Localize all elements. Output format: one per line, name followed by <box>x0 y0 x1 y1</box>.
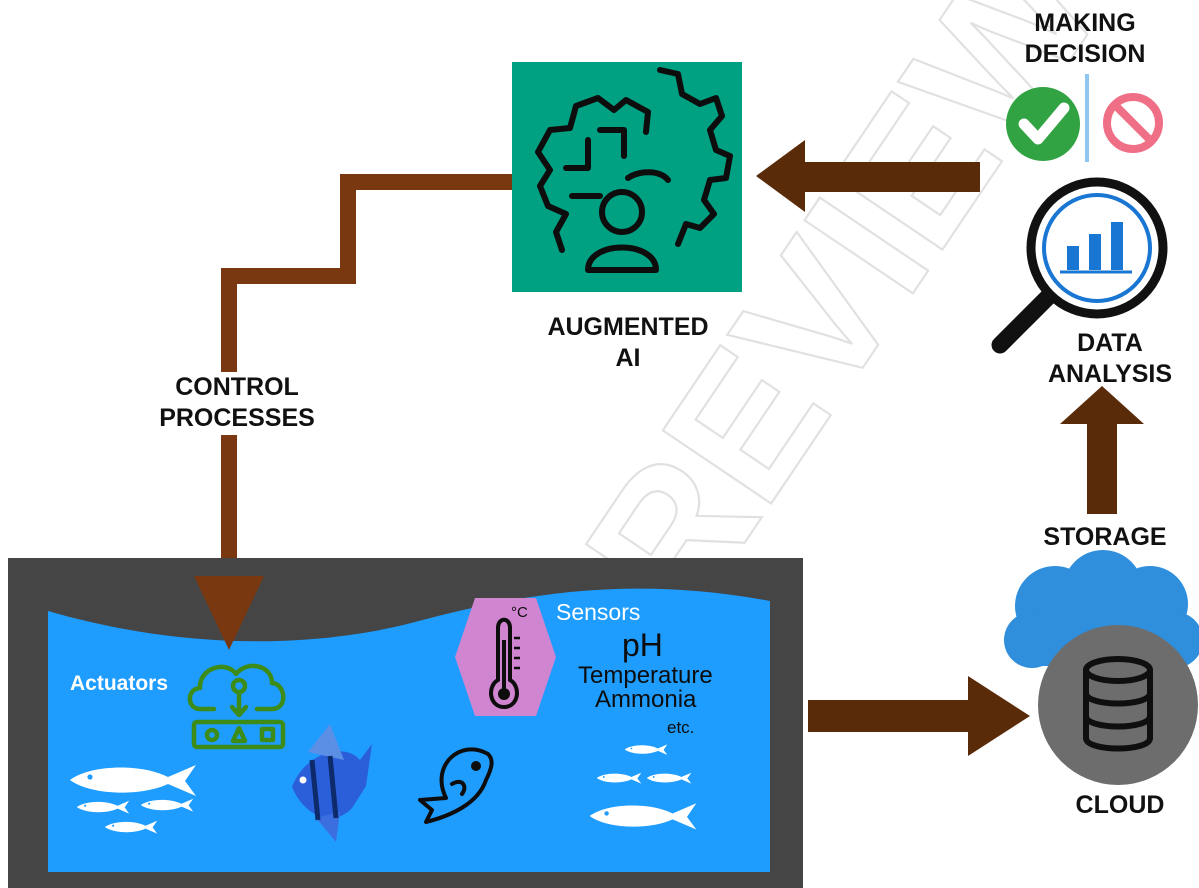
analysis-to-ai-arrow-head <box>756 140 805 212</box>
stop-circle-icon <box>1103 93 1163 153</box>
making-decision-line-2: DECISION <box>1024 40 1146 69</box>
sensor-ammonia: Ammonia <box>595 686 697 713</box>
augmented-ai-label: AUGMENTED AI <box>510 312 746 375</box>
data-analysis-line-1: DATA <box>1077 329 1143 357</box>
sensor-ph: pH <box>622 627 663 663</box>
tank-to-cloud-arrow-shaft <box>808 700 974 732</box>
control-processes-label: CONTROL PROCESSES <box>132 372 342 435</box>
thermometer-unit: °C <box>511 604 528 621</box>
sensor-temperature: Temperature <box>578 662 713 689</box>
actuator-cloud-device-icon <box>187 663 286 750</box>
check-circle-icon <box>1006 87 1080 161</box>
cloud-label: CLOUD <box>1075 791 1165 819</box>
augmented-ai-line-2: AI <box>615 344 641 373</box>
brain-gear-person-icon <box>535 67 733 273</box>
thermometer-icon <box>489 617 520 710</box>
storage-label: STORAGE <box>1043 523 1167 551</box>
augmented-ai-line-1: AUGMENTED <box>547 313 709 341</box>
control-processes-line-1: CONTROL <box>175 373 299 401</box>
storage-to-analysis-arrow-shaft <box>1087 420 1117 514</box>
decision-divider <box>1085 74 1089 162</box>
data-analysis-label: DATA ANALYSIS <box>1035 328 1185 391</box>
database-icon <box>1038 625 1198 785</box>
sensors-title: Sensors <box>556 599 641 625</box>
making-decision-label: MAKING DECISION <box>1005 8 1165 71</box>
storage-to-analysis-arrow-head <box>1060 386 1144 424</box>
actuators-label: Actuators <box>70 672 169 695</box>
analysis-to-ai-arrow-shaft <box>805 162 980 192</box>
angelfish-icon <box>292 724 372 842</box>
fish-outline-icon <box>418 747 494 824</box>
control-processes-line-2: PROCESSES <box>159 404 315 433</box>
making-decision-line-1: MAKING <box>1034 9 1136 37</box>
control-arrow-head-overlay <box>194 576 264 650</box>
magnifier-chart-icon <box>991 177 1168 354</box>
tank-to-cloud-arrow-head <box>968 676 1030 756</box>
sensor-etc: etc. <box>667 718 695 737</box>
water <box>48 588 770 872</box>
data-analysis-line-2: ANALYSIS <box>1047 360 1173 389</box>
